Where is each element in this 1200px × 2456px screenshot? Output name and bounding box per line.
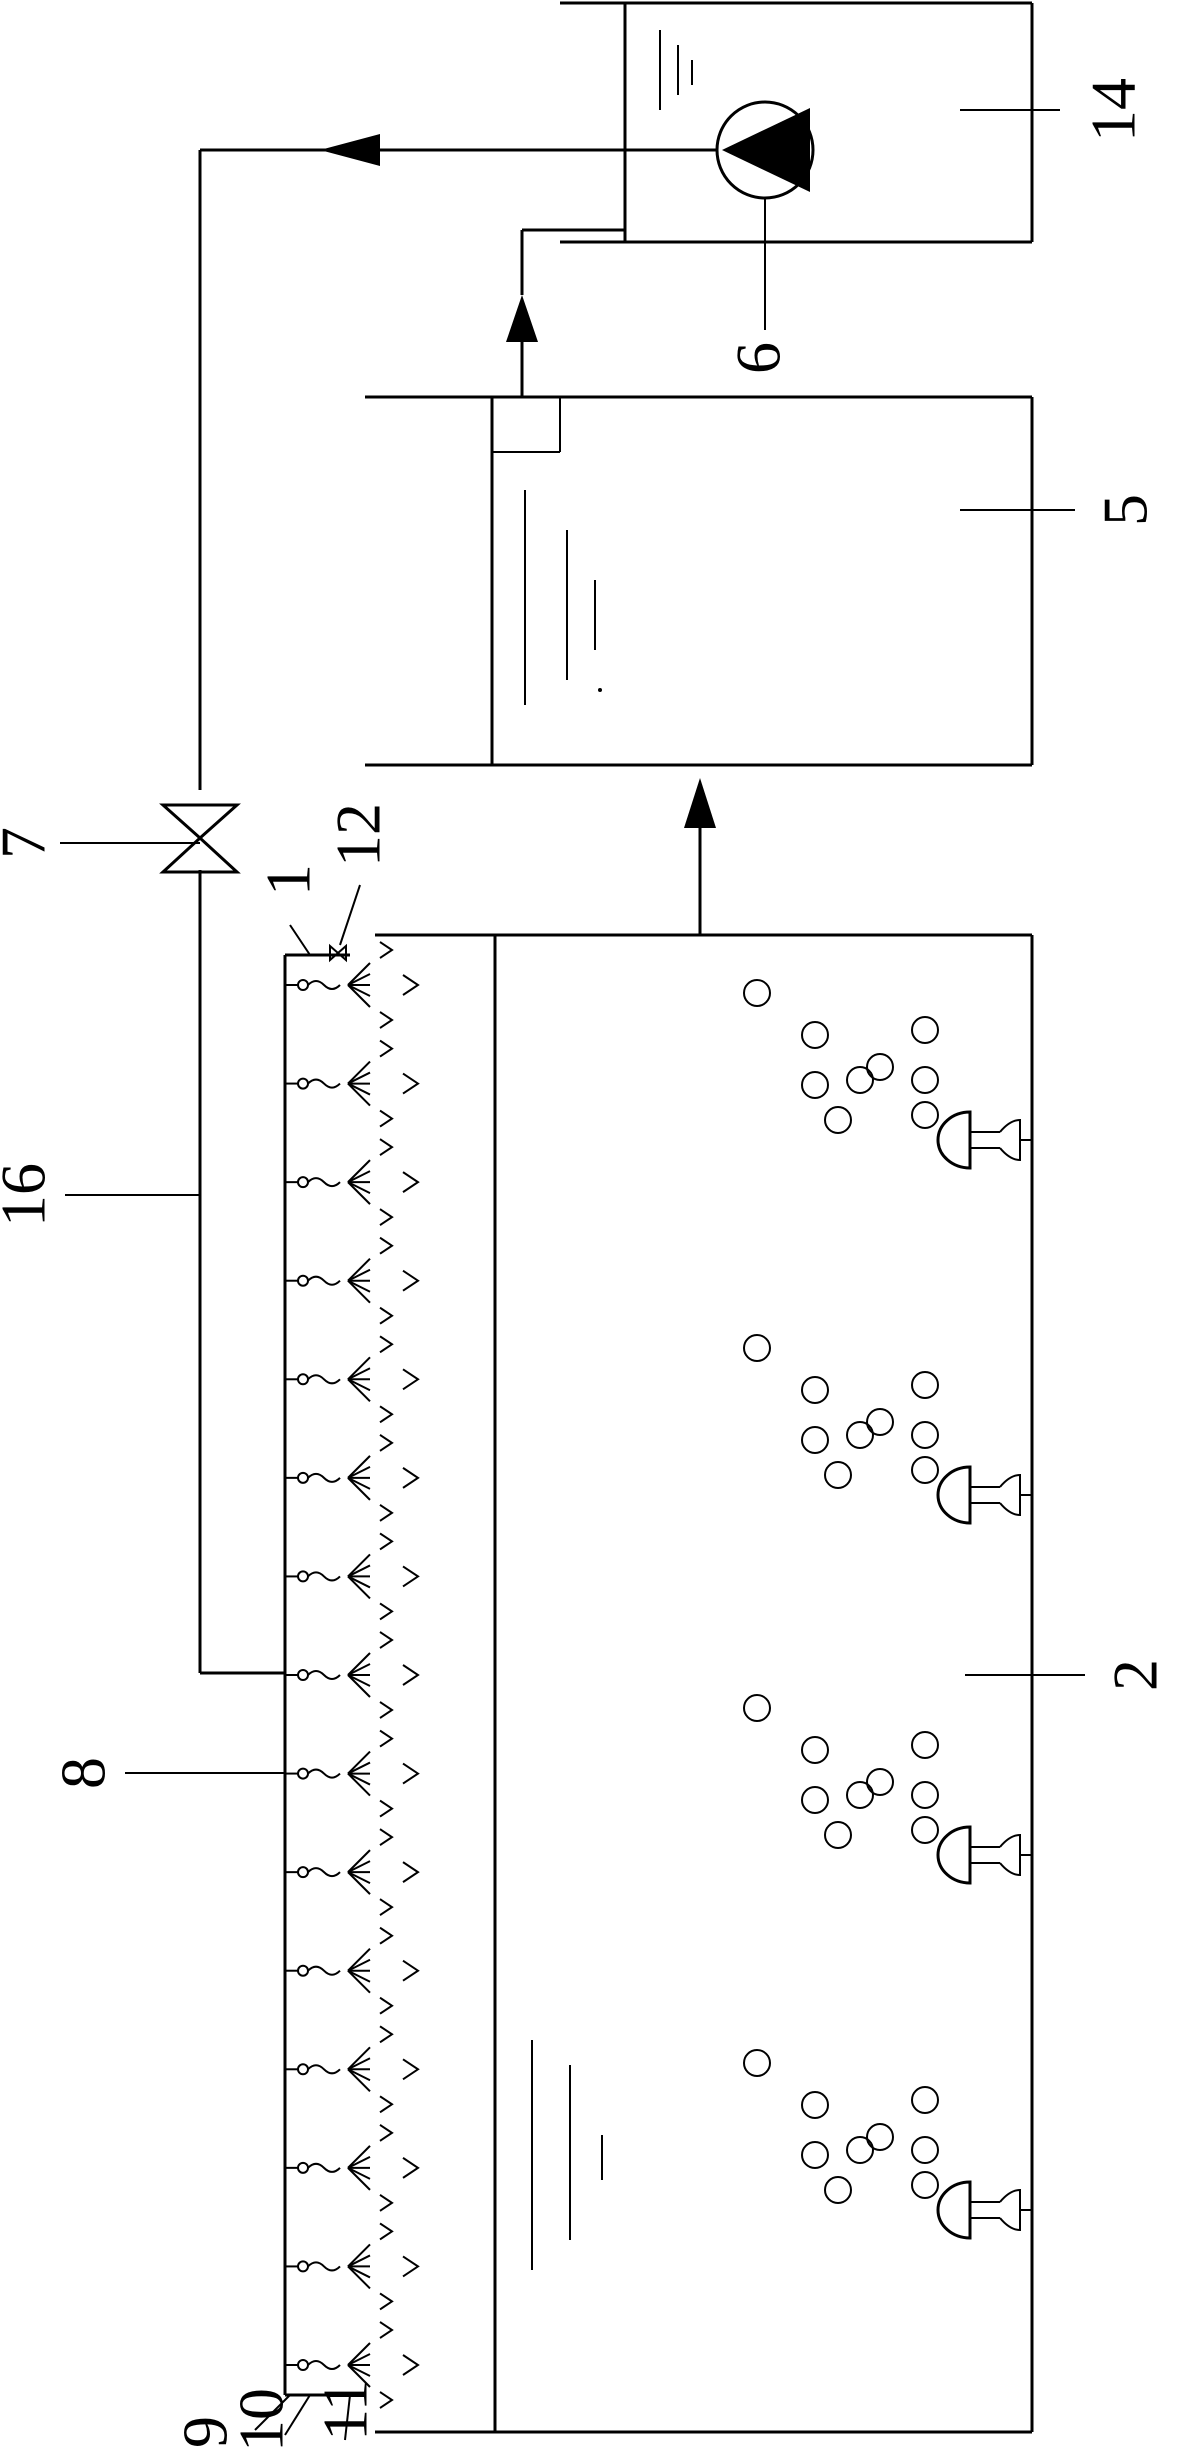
spray-nozzles	[285, 941, 420, 2409]
spray-nozzle	[285, 1434, 420, 1522]
air-bubble	[911, 1456, 939, 1484]
spray-header	[283, 941, 420, 2409]
return-pipe	[198, 134, 725, 1675]
air-bubble	[911, 1016, 939, 1044]
aeration-diffuser	[743, 1694, 1032, 1885]
air-bubble	[801, 1376, 829, 1404]
label-11: 11	[310, 2379, 381, 2441]
spray-nozzle	[285, 2222, 420, 2311]
small-valve-12	[329, 943, 347, 963]
air-bubble	[866, 2123, 894, 2151]
label-12: 12	[323, 803, 394, 867]
aeration-diffuser	[743, 2049, 1032, 2240]
spray-nozzle	[285, 2025, 420, 2114]
air-bubble	[743, 979, 771, 1007]
air-bubble	[911, 1371, 939, 1399]
labels: 14 6 5 2 7 1 12 16 8 9 10 11	[0, 78, 1171, 2452]
pump-6	[715, 100, 815, 200]
spray-nozzle	[285, 1138, 420, 1226]
spray-nozzle	[285, 2321, 420, 2409]
valve-7	[159, 803, 241, 874]
leader-lines	[60, 109, 1085, 2441]
label-16: 16	[0, 1163, 59, 1227]
flow-arrow-left	[320, 134, 380, 166]
spray-nozzle	[285, 941, 420, 1029]
spray-nozzle	[285, 1828, 420, 1916]
air-bubble	[743, 1694, 771, 1722]
label-14: 14	[1078, 78, 1149, 142]
air-bubble	[824, 1821, 852, 1849]
spray-nozzle	[285, 1631, 420, 1719]
air-bubble	[846, 2136, 874, 2164]
label-1: 1	[253, 864, 324, 896]
spray-nozzle	[285, 1729, 420, 1818]
storage-tank	[560, 1, 1034, 244]
air-bubble	[801, 1071, 829, 1099]
air-bubble	[846, 1781, 874, 1809]
aeration-diffuser	[743, 1334, 1032, 1525]
spray-nozzle	[285, 2124, 420, 2212]
air-bubble	[824, 2176, 852, 2204]
air-bubble	[801, 1021, 829, 1049]
label-8: 8	[48, 1757, 119, 1789]
air-bubble	[824, 1106, 852, 1134]
spray-nozzle	[285, 1532, 420, 1621]
air-bubble	[911, 1421, 939, 1449]
air-bubble	[801, 1736, 829, 1764]
air-bubble	[801, 2141, 829, 2169]
main-tank	[375, 933, 1034, 2434]
air-bubble	[911, 1066, 939, 1094]
flow-arrow-to-tank-14	[506, 228, 625, 397]
air-bubble	[801, 1426, 829, 1454]
air-bubble	[846, 1066, 874, 1094]
air-bubble	[866, 1408, 894, 1436]
air-bubble	[911, 1781, 939, 1809]
spray-nozzle	[285, 1039, 420, 1128]
air-bubble	[846, 1421, 874, 1449]
air-bubble	[911, 1101, 939, 1129]
label-10: 10	[226, 2388, 297, 2452]
label-5: 5	[1090, 494, 1161, 526]
air-bubble	[743, 1334, 771, 1362]
air-bubble	[911, 2086, 939, 2114]
air-bubble	[866, 1768, 894, 1796]
label-6: 6	[723, 342, 794, 374]
spray-nozzle	[285, 1926, 420, 2015]
air-bubble	[801, 2091, 829, 2119]
flow-arrow-to-tank-5	[684, 778, 716, 935]
air-bubble	[801, 1786, 829, 1814]
air-bubble	[866, 1053, 894, 1081]
spray-nozzle	[285, 1236, 420, 1325]
settling-tank	[365, 395, 1034, 767]
spray-nozzle	[285, 1335, 420, 1424]
air-bubble	[911, 1816, 939, 1844]
label-2: 2	[1100, 1659, 1171, 1691]
air-bubble	[824, 1461, 852, 1489]
air-bubble	[743, 2049, 771, 2077]
air-bubble	[911, 1731, 939, 1759]
air-bubble	[911, 2136, 939, 2164]
aeration-diffuser	[743, 979, 1032, 1170]
label-7: 7	[0, 827, 59, 859]
label-9: 9	[170, 2416, 241, 2448]
aeration-diffusers	[743, 979, 1032, 2240]
air-bubble	[911, 2171, 939, 2199]
